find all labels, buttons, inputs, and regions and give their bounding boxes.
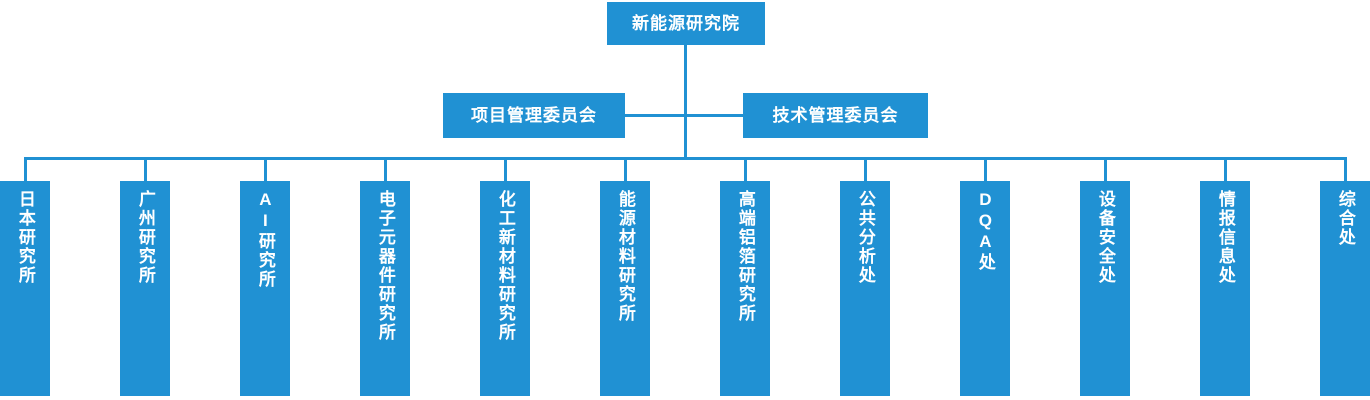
org-node-label: 化工新材料研究所	[495, 190, 515, 342]
connector-drop-2	[144, 157, 147, 181]
connector-drop-4	[384, 157, 387, 181]
org-node-department-japan-institute[interactable]: 日本研究所	[0, 181, 50, 396]
org-node-label: 能源材料研究所	[615, 190, 635, 323]
org-node-department-intelligence-information-office[interactable]: 情报信息处	[1200, 181, 1250, 396]
org-node-label: 公共分析处	[855, 190, 875, 285]
org-node-department-general-affairs-office[interactable]: 综合处	[1320, 181, 1370, 396]
org-node-committee-technical-management[interactable]: 技术管理委员会	[743, 93, 928, 138]
org-node-label: DQA处	[975, 190, 995, 272]
org-node-label: AI研究所	[255, 190, 275, 289]
connector-drop-10	[1104, 157, 1107, 181]
org-node-department-ai-institute[interactable]: AI研究所	[240, 181, 290, 396]
connector-committee-left	[625, 114, 685, 117]
org-node-department-chemical-new-materials-institute[interactable]: 化工新材料研究所	[480, 181, 530, 396]
org-node-label: 高端铝箔研究所	[735, 190, 755, 323]
org-node-department-energy-materials-institute[interactable]: 能源材料研究所	[600, 181, 650, 396]
connector-drop-8	[864, 157, 867, 181]
org-node-label: 设备安全处	[1095, 190, 1115, 285]
org-node-department-guangzhou-institute[interactable]: 广州研究所	[120, 181, 170, 396]
org-node-root[interactable]: 新能源研究院	[607, 2, 765, 45]
connector-drop-11	[1224, 157, 1227, 181]
org-node-committee-project-management[interactable]: 项目管理委员会	[443, 93, 625, 138]
connector-committee-right	[684, 114, 744, 117]
org-node-label: 广州研究所	[135, 190, 155, 285]
connector-drop-1	[24, 157, 27, 181]
connector-trunk-to-bus	[684, 117, 687, 158]
connector-drop-12	[1344, 157, 1347, 181]
connector-department-bus	[24, 157, 1346, 160]
connector-drop-3	[264, 157, 267, 181]
connector-drop-7	[744, 157, 747, 181]
org-node-label: 电子元器件研究所	[375, 190, 395, 342]
connector-root-trunk	[684, 45, 687, 115]
org-node-department-public-analysis-office[interactable]: 公共分析处	[840, 181, 890, 396]
org-node-department-equipment-safety-office[interactable]: 设备安全处	[1080, 181, 1130, 396]
org-node-department-electronic-components-institute[interactable]: 电子元器件研究所	[360, 181, 410, 396]
connector-drop-6	[624, 157, 627, 181]
org-node-label: 综合处	[1335, 190, 1355, 247]
connector-drop-9	[984, 157, 987, 181]
org-node-department-high-end-aluminum-foil-institute[interactable]: 高端铝箔研究所	[720, 181, 770, 396]
org-node-label: 情报信息处	[1215, 190, 1235, 285]
org-node-label: 日本研究所	[15, 190, 35, 285]
org-node-department-dqa-office[interactable]: DQA处	[960, 181, 1010, 396]
connector-drop-5	[504, 157, 507, 181]
